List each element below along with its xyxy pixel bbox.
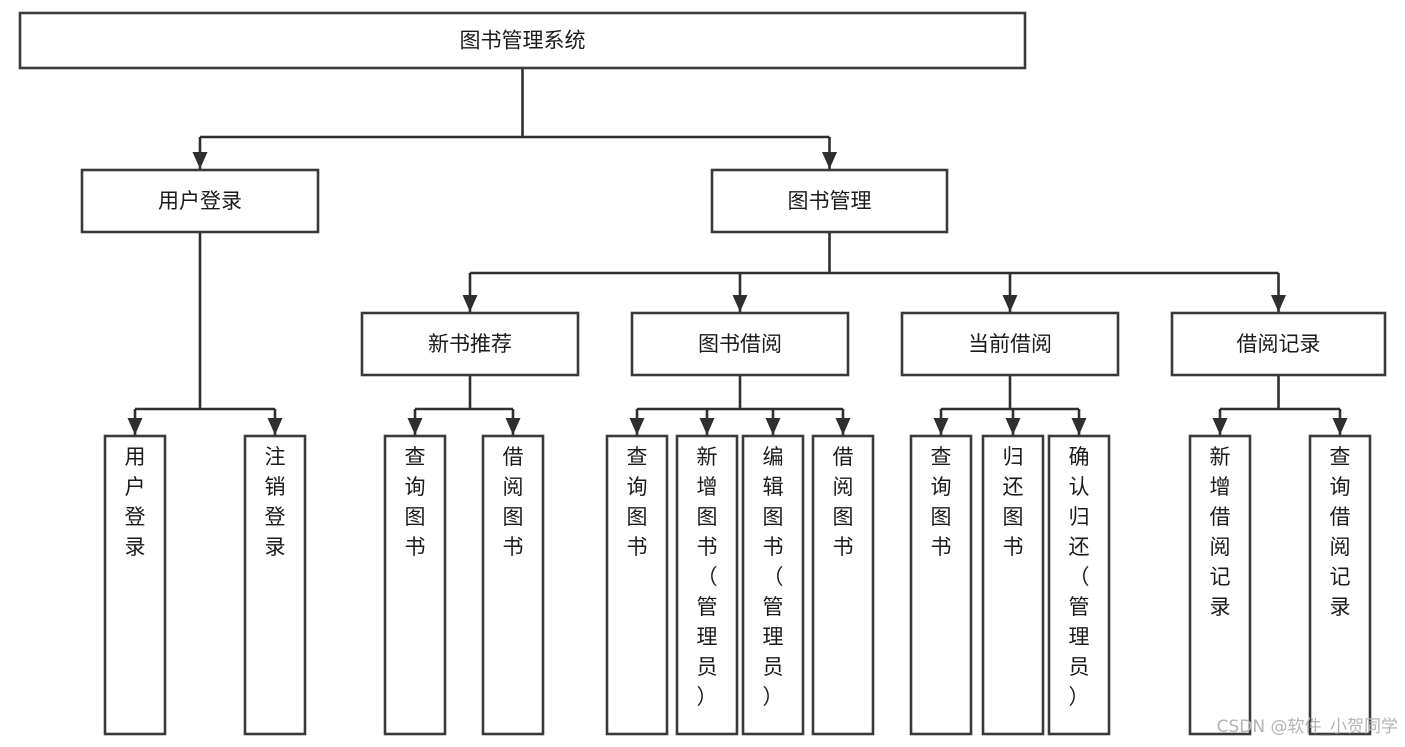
- node-book-management[interactable]: 图书管理: [710, 168, 949, 234]
- bookmgmt-to-level2-arrow-0: [462, 295, 478, 312]
- node-leaf-record-add[interactable]: 新增借阅记录: [1188, 434, 1252, 736]
- node-leaf-user-login[interactable]: 用户登录: [103, 434, 167, 736]
- node-leaf-current-query-book-box[interactable]: [909, 434, 973, 736]
- node-leaf-borrow-query-book-box[interactable]: [605, 434, 669, 736]
- node-leaf-borrow-borrow-book-label: 借阅图书: [833, 445, 854, 559]
- node-leaf-record-add-box[interactable]: [1188, 434, 1252, 736]
- book-borrow-to-leaves-arrow-2: [765, 418, 781, 435]
- node-leaf-recommend-query-book-label: 查询图书: [405, 445, 426, 559]
- node-leaf-borrow-query-book-label: 查询图书: [627, 445, 648, 559]
- node-current-borrow[interactable]: 当前借阅: [900, 311, 1120, 377]
- node-leaf-current-confirm-return-label: 确认归还（管理员）: [1069, 445, 1090, 709]
- node-new-book-recommend-box[interactable]: [360, 311, 580, 377]
- node-leaf-current-confirm-return-box[interactable]: [1047, 434, 1111, 736]
- node-leaf-borrow-edit-book-label: 编辑图书（管理员）: [763, 445, 784, 709]
- bookmgmt-to-level2-arrow-1: [732, 295, 748, 312]
- node-leaf-record-query-box[interactable]: [1308, 434, 1372, 736]
- node-leaf-user-login-box[interactable]: [103, 434, 167, 736]
- node-leaf-record-query[interactable]: 查询借阅记录: [1308, 434, 1372, 736]
- node-leaf-current-confirm-return[interactable]: 确认归还（管理员）: [1047, 434, 1111, 736]
- node-current-borrow-box[interactable]: [900, 311, 1120, 377]
- book-borrow-to-leaves-arrow-0: [629, 418, 645, 435]
- node-leaf-borrow-edit-book[interactable]: 编辑图书（管理员）: [741, 434, 805, 736]
- node-book-management-box[interactable]: [710, 168, 949, 234]
- node-leaf-current-return-book-label: 归还图书: [1003, 445, 1024, 559]
- node-user-login-box[interactable]: [80, 168, 320, 234]
- node-leaf-borrow-add-book-box[interactable]: [675, 434, 739, 736]
- node-leaf-user-login-label: 用户登录: [125, 445, 146, 559]
- node-leaf-user-logout-label: 注销登录: [265, 445, 286, 559]
- node-leaf-current-query-book-label: 查询图书: [931, 445, 952, 559]
- node-leaf-recommend-query-book[interactable]: 查询图书: [383, 434, 447, 736]
- node-leaf-recommend-borrow-book-label: 借阅图书: [503, 445, 524, 559]
- node-user-login[interactable]: 用户登录: [80, 168, 320, 234]
- node-borrow-record-label: 借阅记录: [1237, 332, 1321, 356]
- new-book-recommend-to-leaves-arrow-1: [505, 418, 521, 435]
- node-book-borrow-label: 图书借阅: [698, 332, 782, 356]
- current-borrow-to-leaves-arrow-1: [1005, 418, 1021, 435]
- user-login-to-leaves-arrow-1: [267, 418, 283, 435]
- borrow-record-to-leaves-arrow-0: [1212, 418, 1228, 435]
- node-leaf-current-return-book[interactable]: 归还图书: [981, 434, 1045, 736]
- nodes-layer: 图书管理系统用户登录图书管理新书推荐图书借阅当前借阅借阅记录用户登录注销登录查询…: [18, 11, 1387, 736]
- book-borrow-to-leaves-arrow-1: [699, 418, 715, 435]
- node-leaf-borrow-borrow-book[interactable]: 借阅图书: [811, 434, 875, 736]
- node-leaf-user-logout-box[interactable]: [243, 434, 307, 736]
- node-leaf-borrow-borrow-book-box[interactable]: [811, 434, 875, 736]
- node-new-book-recommend-label: 新书推荐: [428, 332, 512, 356]
- node-root-label: 图书管理系统: [460, 29, 586, 53]
- user-login-to-leaves-arrow-0: [127, 418, 143, 435]
- node-borrow-record-box[interactable]: [1170, 311, 1387, 377]
- node-leaf-user-logout[interactable]: 注销登录: [243, 434, 307, 736]
- current-borrow-to-leaves-arrow-0: [933, 418, 949, 435]
- root-to-level1-arrow-0: [192, 152, 208, 169]
- node-leaf-record-query-label: 查询借阅记录: [1330, 445, 1351, 619]
- node-new-book-recommend[interactable]: 新书推荐: [360, 311, 580, 377]
- bookmgmt-to-level2-arrow-2: [1002, 295, 1018, 312]
- node-root[interactable]: 图书管理系统: [18, 11, 1027, 70]
- node-leaf-recommend-borrow-book[interactable]: 借阅图书: [481, 434, 545, 736]
- node-book-borrow[interactable]: 图书借阅: [630, 311, 850, 377]
- node-leaf-borrow-edit-book-box[interactable]: [741, 434, 805, 736]
- csdn-watermark: CSDN @软件_小贺同学: [1217, 717, 1398, 737]
- new-book-recommend-to-leaves-arrow-0: [407, 418, 423, 435]
- current-borrow-to-leaves-arrow-2: [1071, 418, 1087, 435]
- node-book-management-label: 图书管理: [788, 189, 872, 213]
- node-leaf-borrow-add-book-label: 新增图书（管理员）: [697, 445, 718, 709]
- node-leaf-current-query-book[interactable]: 查询图书: [909, 434, 973, 736]
- node-leaf-borrow-query-book[interactable]: 查询图书: [605, 434, 669, 736]
- node-root-box[interactable]: [18, 11, 1027, 70]
- node-user-login-label: 用户登录: [158, 189, 242, 213]
- node-leaf-recommend-borrow-book-box[interactable]: [481, 434, 545, 736]
- root-to-level1-arrow-1: [822, 152, 837, 169]
- bookmgmt-to-level2-arrow-3: [1271, 295, 1286, 312]
- book-borrow-to-leaves-arrow-3: [835, 418, 851, 435]
- node-leaf-record-add-label: 新增借阅记录: [1210, 445, 1231, 619]
- node-leaf-current-return-book-box[interactable]: [981, 434, 1045, 736]
- borrow-record-to-leaves-arrow-1: [1332, 418, 1348, 435]
- connectors-layer: [127, 68, 1348, 435]
- node-book-borrow-box[interactable]: [630, 311, 850, 377]
- node-borrow-record[interactable]: 借阅记录: [1170, 311, 1387, 377]
- node-current-borrow-label: 当前借阅: [968, 332, 1052, 356]
- node-leaf-recommend-query-book-box[interactable]: [383, 434, 447, 736]
- node-leaf-borrow-add-book[interactable]: 新增图书（管理员）: [675, 434, 739, 736]
